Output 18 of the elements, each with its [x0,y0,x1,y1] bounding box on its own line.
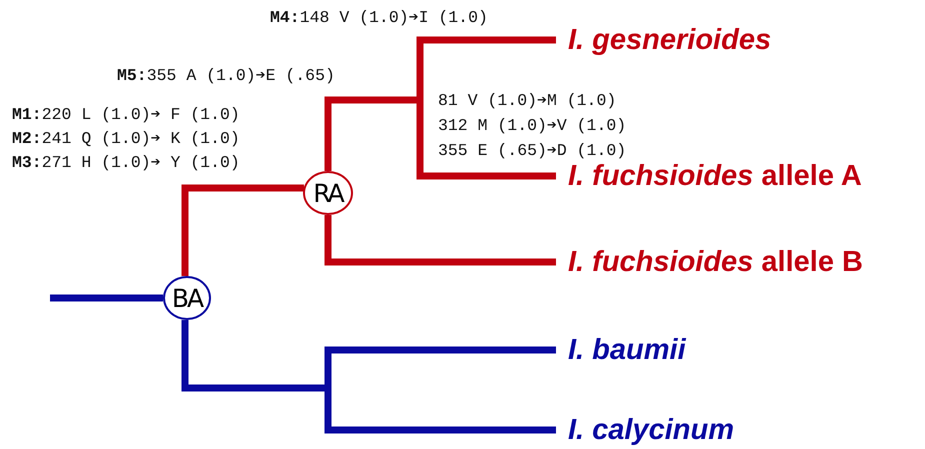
ancestor-node-circle: RA [303,171,353,215]
mutation-annotation: 355 E (.65)➔D (1.0) [438,141,626,161]
ancestor-node-circle: BA [163,276,211,320]
mutation-annotation: 312 M (1.0)➔V (1.0) [438,116,626,136]
mutation-annotation: M1:220 L (1.0)➔ F (1.0) [12,105,240,125]
taxon-label: I. baumii [556,332,686,368]
taxon-label: I. gesnerioides [556,22,772,58]
tree-branch [182,184,304,276]
tree-branch [50,294,163,302]
mutation-annotation: M4:148 V (1.0)➔I (1.0) [270,8,488,28]
taxon-label: I. fuchsioides allele A [556,158,862,194]
mutation-annotation: 81 V (1.0)➔M (1.0) [438,91,616,111]
taxon-label: I. fuchsioides allele B [556,244,863,280]
mutation-annotation: M5:355 A (1.0)➔E (.65) [117,66,335,86]
tree-branch [324,215,556,266]
mutation-annotation: M3:271 H (1.0)➔ Y (1.0) [12,153,240,173]
taxon-label: I. calycinum [556,412,734,448]
mutation-annotation: M2:241 Q (1.0)➔ K (1.0) [12,129,240,149]
